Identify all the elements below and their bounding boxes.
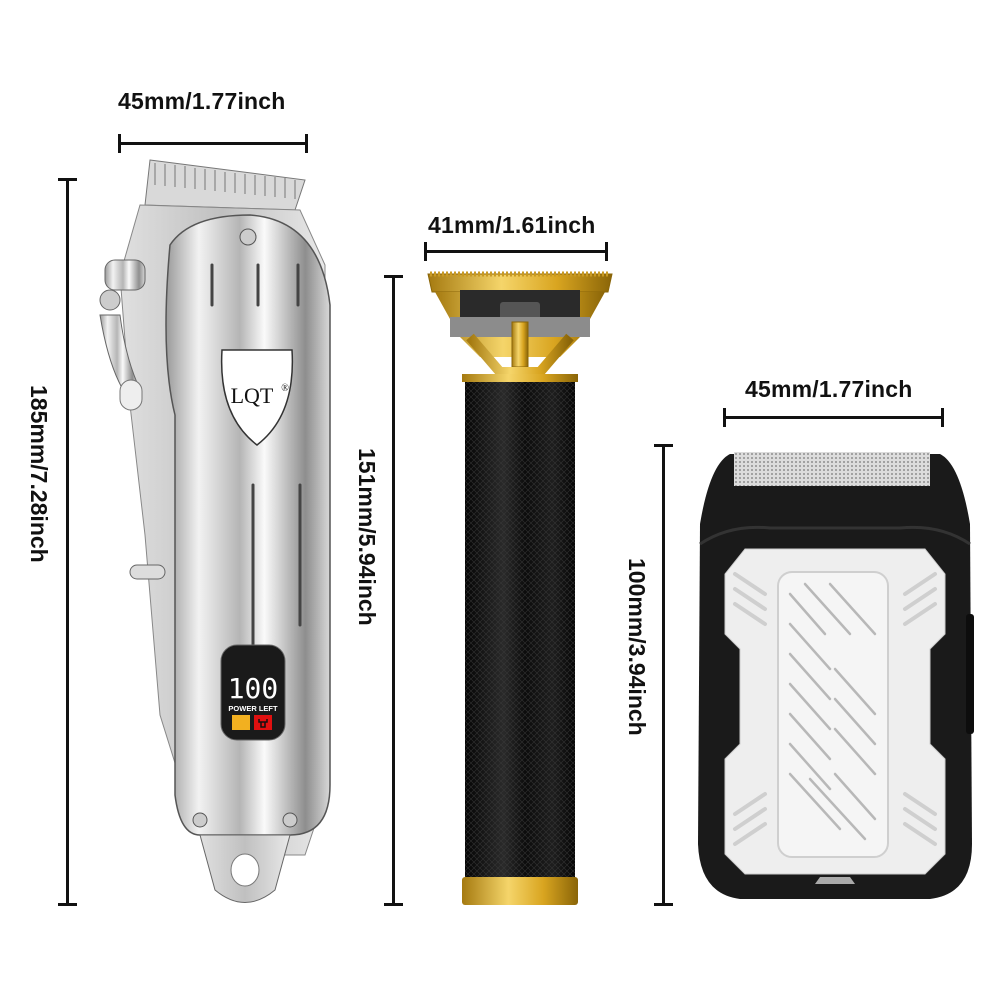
- t-blade-trimmer-image: [427, 271, 613, 905]
- trimmer-width-label: 41mm/1.61inch: [428, 212, 596, 238]
- foil-shaver-image: [698, 452, 974, 899]
- shaver-width-label: 45mm/1.77inch: [745, 376, 913, 402]
- clipper-height-line: [58, 178, 77, 906]
- clipper-height-label: 185mm/7.28inch: [26, 385, 52, 563]
- hair-clipper-image: LQT ® 100 POWER LEFT: [99, 159, 331, 903]
- shaver-height-label: 100mm/3.94inch: [624, 558, 650, 736]
- clipper-width-label: 45mm/1.77inch: [118, 88, 286, 114]
- battery-percent: 100: [228, 672, 279, 705]
- svg-text:®: ®: [281, 383, 289, 394]
- clipper-width-line: [118, 134, 308, 153]
- brand-logo: LQT: [231, 383, 274, 408]
- lqt-shield: [220, 349, 294, 446]
- trimmer-width-line: [424, 242, 608, 261]
- trimmer-height-line: [384, 275, 403, 906]
- clipper-oil-icon: [232, 715, 250, 730]
- trimmer-height-label: 151mm/5.94inch: [354, 448, 380, 626]
- power-left-caption: POWER LEFT: [228, 704, 278, 713]
- shaver-width-line: [723, 408, 944, 427]
- shaver-height-line: [654, 444, 673, 906]
